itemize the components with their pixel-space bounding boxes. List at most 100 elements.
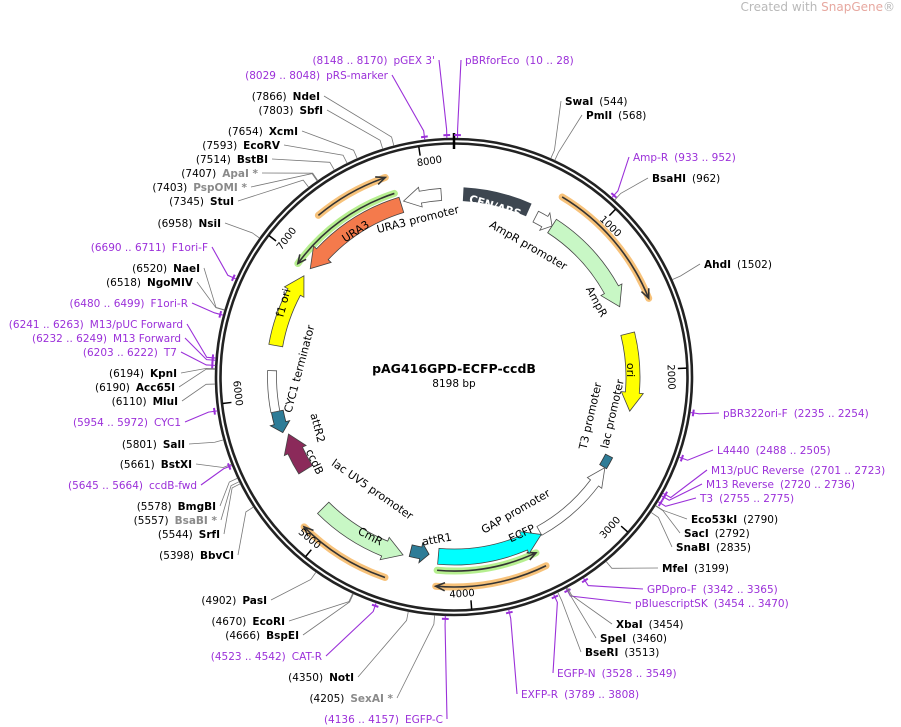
feature-attr2[interactable]: [269, 409, 291, 434]
orf-arc-ura3[interactable]: [317, 176, 386, 216]
site-label-l4440[interactable]: L4440(2488 .. 2505): [717, 445, 831, 457]
site-label-gpdpro-f[interactable]: GPDpro-F(3342 .. 3365): [647, 584, 778, 596]
site-label-ccdb-fwd[interactable]: (5645 .. 5664)ccdB-fwd: [68, 480, 197, 492]
site-position: (7514): [196, 154, 231, 166]
site-position: (8148 .. 8170): [312, 55, 387, 67]
site-label-ecori[interactable]: (4670)EcoRI: [211, 616, 285, 628]
primer-site-mark: [657, 499, 664, 507]
site-position: (962): [692, 173, 720, 185]
site-label-mfei[interactable]: MfeI(3199): [662, 563, 729, 575]
site-label-apai[interactable]: (7407)ApaI *: [181, 168, 258, 180]
site-label-ecorv[interactable]: (7593)EcoRV: [202, 140, 281, 152]
site-label-m13-reverse[interactable]: M13 Reverse(2720 .. 2736): [706, 479, 855, 491]
site-label-xcmi[interactable]: (7654)XcmI: [228, 126, 298, 138]
site-label-pbr322ori-f[interactable]: pBR322ori-F(2235 .. 2254): [723, 408, 869, 420]
leader-line: [180, 351, 216, 366]
site-label-bstxi[interactable]: (5661)BstXI: [120, 459, 192, 471]
feature-cmr[interactable]: [316, 501, 404, 561]
feature-attr1[interactable]: [408, 541, 430, 564]
site-label-m13-forward[interactable]: (6232 .. 6249)M13 Forward: [32, 333, 181, 345]
site-label-srfi[interactable]: (5544)SrfI: [158, 529, 220, 541]
site-label-pasi[interactable]: (4902)PasI: [201, 595, 267, 607]
feature-lac-promoter[interactable]: [599, 453, 614, 470]
feature-ura3[interactable]: [309, 196, 405, 270]
site-label-egfp-c[interactable]: (4136 .. 4157)EGFP-C: [324, 714, 443, 726]
site-label-ahdi[interactable]: AhdI(1502): [704, 259, 772, 271]
site-label-sbfi[interactable]: (7803)SbfI: [259, 105, 323, 117]
leader-line: [288, 593, 354, 622]
site-label-egfp-n[interactable]: EGFP-N(3528 .. 3549): [557, 668, 677, 680]
site-position: (2755 .. 2775): [719, 493, 794, 505]
feature-ecfp[interactable]: [437, 531, 542, 566]
site-label-mlui[interactable]: (6110)MluI: [112, 396, 178, 408]
site-label-saci[interactable]: SacI(2792): [684, 528, 750, 540]
site-label-acc65i[interactable]: (6190)Acc65I: [95, 382, 175, 394]
site-label-bbvci[interactable]: (5398)BbvCI: [159, 550, 234, 562]
site-label-bmgbi[interactable]: (5578)BmgBI: [137, 501, 216, 513]
site-label-bspei[interactable]: (4666)BspEI: [225, 630, 299, 642]
site-position: (4136 .. 4157): [324, 714, 399, 726]
site-label-m13-puc-reverse[interactable]: M13/pUC Reverse(2701 .. 2723): [711, 465, 885, 477]
site-label-swai[interactable]: SwaI(544): [565, 96, 628, 108]
feature-ori[interactable]: [620, 331, 645, 412]
site-label-nsii[interactable]: (6958)NsiI: [158, 218, 221, 230]
site-label-noti[interactable]: (4350)NotI: [288, 672, 354, 684]
site-position: (6518): [106, 277, 141, 289]
site-label-f1ori-f[interactable]: (6690 .. 6711)F1ori-F: [91, 242, 208, 254]
site-label-cat-r[interactable]: (4523 .. 4542)CAT-R: [211, 651, 322, 663]
site-label-naei[interactable]: (6520)NaeI: [132, 263, 200, 275]
site-label-kpni[interactable]: (6194)KpnI: [109, 368, 177, 380]
feature-cyc1-terminator[interactable]: [267, 370, 281, 414]
site-label-bseri[interactable]: BseRI(3513): [585, 647, 659, 659]
site-label-spei[interactable]: SpeI(3460): [600, 633, 667, 645]
leader-line: [566, 587, 597, 639]
feature-f1-ori[interactable]: [268, 275, 305, 348]
site-label-ngomiv[interactable]: (6518)NgoMIV: [106, 277, 194, 289]
site-label-pspomi[interactable]: (7403)PspOMI *: [152, 182, 247, 194]
site-label-f1ori-r[interactable]: (6480 .. 6499)F1ori-R: [70, 298, 188, 310]
site-label-ndei[interactable]: (7866)NdeI: [252, 91, 320, 103]
orf-arc-ecfp[interactable]: [435, 565, 547, 588]
site-label-sexai[interactable]: (4205)SexAI *: [309, 693, 393, 705]
orf-arc-cmr[interactable]: [303, 526, 386, 579]
feature-arcs: [267, 173, 653, 592]
site-name: pBR322ori-F: [723, 408, 788, 420]
site-label-pbluescriptsk[interactable]: pBluescriptSK(3454 .. 3470): [635, 598, 789, 610]
leader-line: [180, 367, 216, 374]
feature-ampr[interactable]: [547, 218, 623, 308]
site-label-pgex-3[interactable]: (8148 .. 8170)pGEX 3': [312, 55, 435, 67]
site-label-xbai[interactable]: XbaI(3454): [616, 619, 684, 631]
feature-cen-ars[interactable]: [462, 187, 532, 217]
site-label-eco53ki[interactable]: Eco53kI(2790): [691, 514, 778, 526]
site-label-sali[interactable]: (5801)SalI: [122, 439, 185, 451]
feature-gap-promoter[interactable]: [536, 466, 606, 536]
site-label-amp-r[interactable]: Amp-R(933 .. 952): [633, 152, 736, 164]
site-name: PasI: [242, 595, 267, 607]
site-label-bsahi[interactable]: BsaHI(962): [652, 173, 720, 185]
site-label-m13-puc-forward[interactable]: (6241 .. 6263)M13/pUC Forward: [9, 319, 183, 331]
site-name: SalI: [163, 439, 185, 451]
leader-line: [672, 263, 701, 280]
feature-ccdb[interactable]: [283, 433, 313, 475]
orf-arc-ura3-green[interactable]: [297, 192, 395, 265]
site-label-snabi[interactable]: SnaBI(2835): [676, 542, 751, 554]
site-label-stui[interactable]: (7345)StuI: [169, 196, 234, 208]
site-name: BmgBI: [178, 501, 216, 513]
site-label-exfp-r[interactable]: EXFP-R(3789 .. 3808): [521, 689, 639, 701]
site-position: (2790): [743, 514, 778, 526]
site-label-prs-marker[interactable]: (8029 .. 8048)pRS-marker: [245, 70, 389, 82]
site-label-pmli[interactable]: PmlI(568): [586, 110, 646, 122]
site-label-cyc1[interactable]: (5954 .. 5972)CYC1: [73, 417, 181, 429]
feature-ura3-promoter[interactable]: [402, 186, 443, 208]
site-label-t3[interactable]: T3(2755 .. 2775): [699, 493, 794, 505]
site-position: (6110): [112, 396, 147, 408]
site-label-t7[interactable]: (6203 .. 6222)T7: [83, 347, 177, 359]
orf-arc-ampr[interactable]: [561, 196, 650, 299]
leader-line: [396, 615, 436, 699]
site-label-bsabi[interactable]: (5557)BsaBI *: [134, 515, 218, 527]
site-label-pbrforeco[interactable]: pBRforEco(10 .. 28): [465, 55, 574, 67]
orf-arc-ecfp-green[interactable]: [437, 552, 537, 572]
site-label-bstbi[interactable]: (7514)BstBI: [196, 154, 268, 166]
feature-ampr-promoter[interactable]: [532, 210, 553, 231]
